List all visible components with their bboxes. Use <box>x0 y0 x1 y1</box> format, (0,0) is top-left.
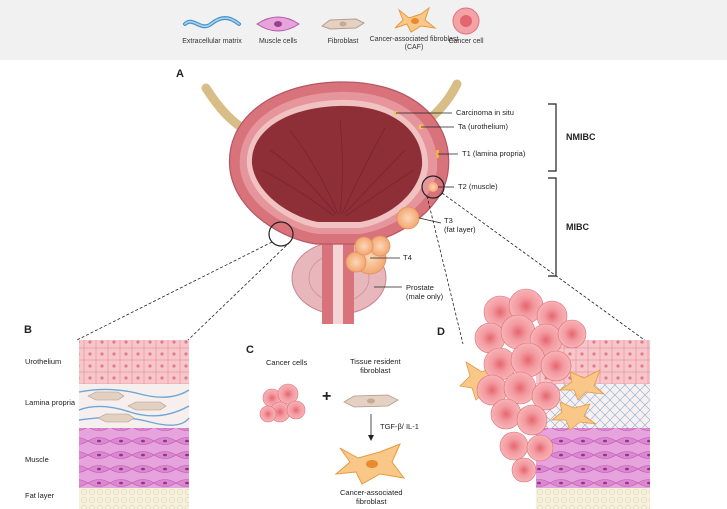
label-t4: T4 <box>403 253 412 262</box>
label-t2: T2 (muscle) <box>458 182 498 191</box>
legend-label: Cancer-associated fibroblast (CAF) <box>369 36 459 51</box>
zoom-circle-b <box>268 221 294 247</box>
legend-item-muscle: Muscle cells <box>233 0 323 60</box>
panel-label-d: D <box>437 326 445 338</box>
plus-sign: + <box>322 388 332 405</box>
label-t3: T3 (fat layer) <box>444 216 476 234</box>
label-ta: Ta (urothelium) <box>458 122 509 131</box>
label-caf: Cancer-associated fibroblast <box>340 488 403 506</box>
t2-lesion <box>428 182 438 192</box>
panel-b-tissue <box>78 340 190 509</box>
group-label-mibc: MIBC <box>566 222 589 232</box>
label-t1: T1 (lamina propria) <box>462 149 526 158</box>
layer-label-muscle: Muscle <box>25 455 49 464</box>
panel-c-fibroblast <box>343 394 399 408</box>
panel-c-cancer-cluster <box>259 383 306 423</box>
panel-d-tumor-mass <box>474 288 587 483</box>
legend-label: Muscle cells <box>258 38 298 45</box>
group-label-nmibc: NMIBC <box>566 132 596 142</box>
label-tissue-fibroblast: Tissue resident fibroblast <box>350 357 401 375</box>
label-signal: TGF-β/ IL-1 <box>380 422 419 431</box>
legend-bar: Extracellular matrix Muscle cells Fibrob… <box>0 0 727 60</box>
muscle-cell-icon <box>256 16 300 32</box>
panel-label-b: B <box>24 324 32 336</box>
legend-label: Cancer cell <box>448 38 484 45</box>
panel-c-caf <box>334 443 406 485</box>
label-carcinoma-in-situ: Carcinoma in situ <box>456 108 514 117</box>
legend-item-caf: Cancer-associated fibroblast (CAF) <box>369 0 459 60</box>
label-prostate: Prostate (male only) <box>406 283 444 301</box>
layer-label-urothelium: Urothelium <box>25 357 62 366</box>
layer-label-lamina-propria: Lamina propria <box>25 398 76 407</box>
legend-item-cancer: Cancer cell <box>421 0 511 60</box>
legend-label: Fibroblast <box>327 38 359 45</box>
panel-label-c: C <box>246 344 254 356</box>
nmibc-bracket <box>548 103 557 172</box>
t3-tumor <box>396 206 420 230</box>
panel-label-a: A <box>176 68 184 80</box>
fibroblast-icon <box>320 18 366 30</box>
label-cancer-cells: Cancer cells <box>266 358 308 367</box>
t4-tumor <box>345 235 391 275</box>
cancer-cell-icon <box>452 7 480 35</box>
legend-item-fibroblast: Fibroblast <box>298 0 388 60</box>
layer-label-fat: Fat layer <box>25 491 55 500</box>
caf-icon <box>394 6 437 33</box>
mibc-bracket <box>548 177 557 277</box>
extracellular-matrix-icon <box>183 16 241 29</box>
legend-label: Extracellular matrix <box>182 38 242 45</box>
legend-item-ecm: Extracellular matrix <box>167 0 257 60</box>
